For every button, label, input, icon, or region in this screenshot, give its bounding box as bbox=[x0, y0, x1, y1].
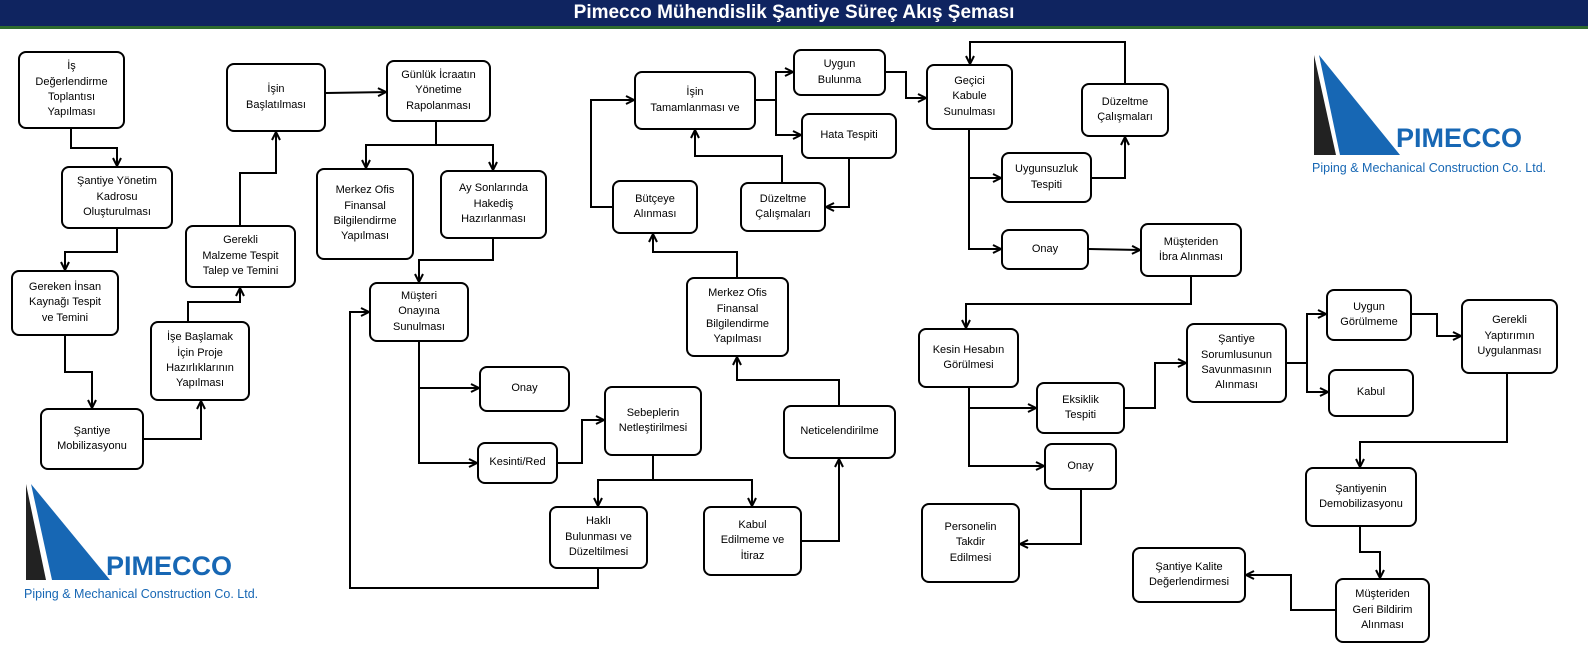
node-onay-3: Onay bbox=[1044, 443, 1117, 490]
node-malzeme-tespit: Gerekli Malzeme Tespit Talep ve Temini bbox=[185, 225, 296, 288]
node-kesin-hesap: Kesin Hesabın Görülmesi bbox=[918, 328, 1019, 388]
arrow-1-2 bbox=[70, 129, 117, 166]
node-kesinti-red: Kesinti/Red bbox=[477, 442, 558, 484]
node-isin-tamamlanmasi: İşin Tamamlanması ve bbox=[634, 71, 756, 130]
node-insan-kaynagi: Gereken İnsan Kaynağı Tespit ve Temini bbox=[11, 270, 119, 336]
page-title: Pimecco Mühendislik Şantiye Süreç Akış Ş… bbox=[0, 0, 1588, 29]
arrow-14-16 bbox=[653, 479, 752, 506]
node-demobilizasyon: Şantiyenin Demobilizasyonu bbox=[1305, 467, 1417, 527]
arrow-11-13 bbox=[418, 388, 477, 463]
arrow-26-25 bbox=[1092, 137, 1125, 179]
node-onay-1: Onay bbox=[479, 366, 570, 412]
arrow-25-24 bbox=[970, 41, 1126, 83]
brand-tagline: Piping & Mechanical Construction Co. Ltd… bbox=[24, 587, 259, 601]
node-onay-2: Onay bbox=[1001, 229, 1089, 270]
arrow-15-11 bbox=[349, 312, 599, 589]
node-sebepler: Sebeplerin Netleştirilmesi bbox=[604, 386, 702, 456]
arrow-22-23 bbox=[826, 159, 850, 207]
arrow-31-32 bbox=[1020, 490, 1082, 544]
pimecco-triangle-icon bbox=[26, 484, 110, 580]
node-kabul-edilmeme: Kabul Edilmeme ve İtiraz bbox=[703, 506, 802, 576]
arrow-24-26 bbox=[968, 130, 1001, 178]
arrow-13-14 bbox=[558, 420, 604, 464]
arrow-38-39 bbox=[1246, 575, 1335, 611]
node-hata-tespiti: Hata Tespiti bbox=[801, 113, 897, 159]
arrow-2-3 bbox=[65, 229, 118, 270]
arrow-33-35 bbox=[1306, 363, 1328, 392]
arrow-20-22 bbox=[775, 100, 801, 135]
node-is-degerlendirme: İş Değerlendirme Toplantısı Yapılması bbox=[18, 51, 125, 129]
node-butceye-alinmasi: Bütçeye Alınması bbox=[612, 180, 698, 234]
node-kalite-degerlendirme: Şantiye Kalite Değerlendirmesi bbox=[1132, 547, 1246, 603]
arrow-14-15 bbox=[598, 456, 654, 506]
arrow-11-12 bbox=[418, 342, 479, 388]
node-musteriden-ibra: Müşteriden İbra Alınması bbox=[1140, 223, 1242, 277]
node-santiye-mobilizasyonu: Şantiye Mobilizasyonu bbox=[40, 408, 144, 470]
arrow-34-36 bbox=[1412, 313, 1461, 336]
arrow-29-31 bbox=[968, 408, 1044, 466]
arrow-8-9 bbox=[366, 122, 437, 168]
arrow-37-38 bbox=[1359, 527, 1380, 578]
node-geri-bildirim: Müşteriden Geri Bildirim Alınması bbox=[1335, 578, 1430, 643]
arrow-29-30 bbox=[968, 388, 1036, 408]
arrow-4-5 bbox=[144, 401, 201, 440]
arrow-30-33 bbox=[1125, 363, 1186, 409]
arrow-20-21 bbox=[756, 72, 793, 101]
node-gunluk-icraat: Günlük İcraatın Yönetime Rapolanması bbox=[386, 60, 491, 122]
arrow-18-19 bbox=[653, 234, 738, 277]
arrow-27-28 bbox=[1088, 249, 1140, 250]
arrow-24-27 bbox=[968, 178, 1001, 249]
node-isin-baslatilmasi: İşin Başlatılması bbox=[226, 63, 326, 132]
node-musteri-onayi: Müşteri Onayına Sunulması bbox=[369, 282, 469, 342]
brand-name: PIMECCO bbox=[106, 551, 233, 581]
arrow-28-29 bbox=[966, 277, 1192, 328]
node-uygunsuzluk-tespiti: Uygunsuzluk Tespiti bbox=[1001, 152, 1092, 203]
node-gecici-kabul: Geçici Kabule Sunulması bbox=[926, 64, 1013, 130]
node-santiye-sorumlusu: Şantiye Sorumlusunun Savunmasının Alınma… bbox=[1186, 323, 1287, 403]
brand-name: PIMECCO bbox=[1396, 123, 1523, 153]
arrow-8-10 bbox=[436, 144, 493, 170]
node-duzeltme-2: Düzeltme Çalışmaları bbox=[1081, 83, 1169, 137]
brand-logo-bottom-left: PIMECCO Piping & Mechanical Construction… bbox=[22, 484, 267, 609]
arrow-5-6 bbox=[187, 288, 240, 321]
node-duzeltme-1: Düzeltme Çalışmaları bbox=[740, 182, 826, 232]
arrow-16-17 bbox=[802, 459, 839, 542]
node-merkez-ofis-2: Merkez Ofis Finansal Bilgilendirme Yapıl… bbox=[686, 277, 789, 357]
node-yaptirim: Gerekli Yaptırımın Uygulanması bbox=[1461, 299, 1558, 374]
arrow-17-18 bbox=[737, 357, 840, 405]
arrow-36-37 bbox=[1360, 374, 1508, 467]
node-merkez-ofis-1: Merkez Ofis Finansal Bilgilendirme Yapıl… bbox=[316, 168, 414, 260]
node-personel-takdir: Personelin Takdir Edilmesi bbox=[921, 503, 1020, 583]
arrow-10-11 bbox=[419, 239, 494, 282]
node-proje-hazirliklari: İşe Başlamak İçin Proje Hazırlıklarının … bbox=[150, 321, 250, 401]
node-neticelendirilme: Neticelendirilme bbox=[783, 405, 896, 459]
arrow-23-20 bbox=[695, 130, 783, 182]
arrow-6-7 bbox=[239, 132, 276, 225]
brand-logo-top-right: PIMECCO Piping & Mechanical Construction… bbox=[1310, 55, 1555, 180]
arrow-21-24 bbox=[886, 71, 926, 98]
node-uygun-bulunma: Uygun Bulunma bbox=[793, 49, 886, 96]
arrow-7-8 bbox=[325, 92, 386, 93]
node-uygun-gorulmeme: Uygun Görülmeme bbox=[1326, 289, 1412, 341]
node-santiye-yonetim-kadrosu: Şantiye Yönetim Kadrosu Oluşturulması bbox=[61, 166, 173, 229]
arrow-19-20 bbox=[590, 100, 634, 208]
node-kabul: Kabul bbox=[1328, 369, 1414, 417]
pimecco-triangle-icon bbox=[1314, 55, 1400, 155]
node-hakli-bulunmasi: Haklı Bulunması ve Düzeltilmesi bbox=[549, 506, 648, 569]
node-eksiklik-tespiti: Eksiklik Tespiti bbox=[1036, 382, 1125, 434]
arrow-3-4 bbox=[64, 336, 92, 408]
arrow-33-34 bbox=[1287, 314, 1326, 364]
node-ay-sonu-hakedis: Ay Sonlarında Hakediş Hazırlanması bbox=[440, 170, 547, 239]
brand-tagline: Piping & Mechanical Construction Co. Ltd… bbox=[1312, 161, 1547, 175]
